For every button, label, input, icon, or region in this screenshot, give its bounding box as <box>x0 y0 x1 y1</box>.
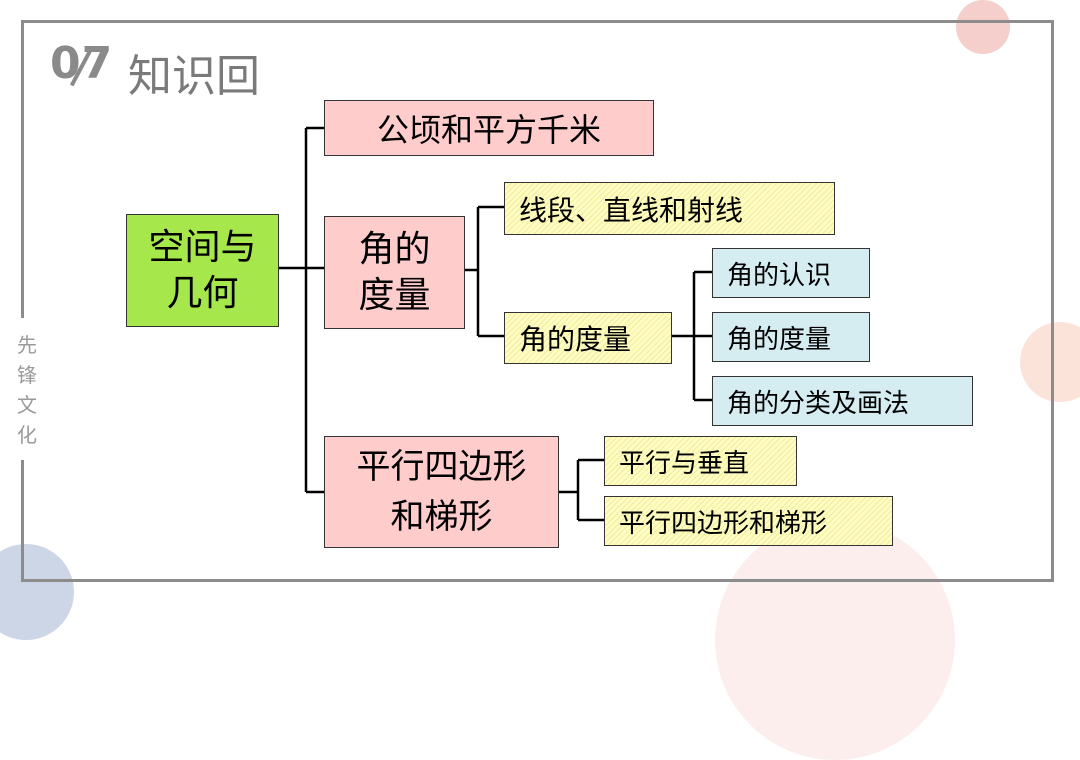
connector-lines <box>279 126 712 522</box>
node-angle-classification-label: 角的分类及画法 <box>727 388 910 419</box>
decor-circle-right <box>1020 322 1080 402</box>
node-root-label: 空间与几何 <box>148 226 257 314</box>
node-angle-classification: 角的分类及画法 <box>712 376 973 426</box>
decor-circle-top-right <box>956 0 1010 54</box>
node-area-units: 公顷和平方千米 <box>324 100 654 156</box>
node-lines: 线段、直线和射线 <box>504 182 835 235</box>
side-brand-label: 先锋文化 <box>17 333 37 447</box>
node-parallel-perpendicular-label: 平行与垂直 <box>619 448 750 479</box>
node-parallelogram-trapezoid: 平行四边形和梯形 <box>324 436 559 548</box>
node-angle-sub: 角的度量 <box>504 312 672 364</box>
node-parallelogram-trapezoid-sub-label: 平行四边形和梯形 <box>619 508 828 539</box>
node-parallel-perpendicular: 平行与垂直 <box>604 436 797 486</box>
page-title: 知识回 <box>128 51 260 102</box>
frame-gap-left <box>18 318 28 460</box>
node-angle-sub-label: 角的度量 <box>519 323 632 356</box>
node-root: 空间与几何 <box>126 214 279 327</box>
node-angle-recognition-label: 角的认识 <box>727 260 832 291</box>
node-lines-label: 线段、直线和射线 <box>519 193 744 227</box>
node-angle-measure: 角的度量 <box>324 216 465 329</box>
node-angle-measure-label: 角的度量 <box>358 228 431 316</box>
content-frame <box>21 20 1054 582</box>
node-angle-recognition: 角的认识 <box>712 248 870 298</box>
node-angle-measurement: 角的度量 <box>712 312 870 362</box>
node-parallelogram-trapezoid-label: 平行四边形和梯形 <box>356 447 527 537</box>
node-area-units-label: 公顷和平方千米 <box>376 111 601 149</box>
node-angle-measurement-label: 角的度量 <box>727 324 832 355</box>
node-parallelogram-trapezoid-sub: 平行四边形和梯形 <box>604 496 893 546</box>
